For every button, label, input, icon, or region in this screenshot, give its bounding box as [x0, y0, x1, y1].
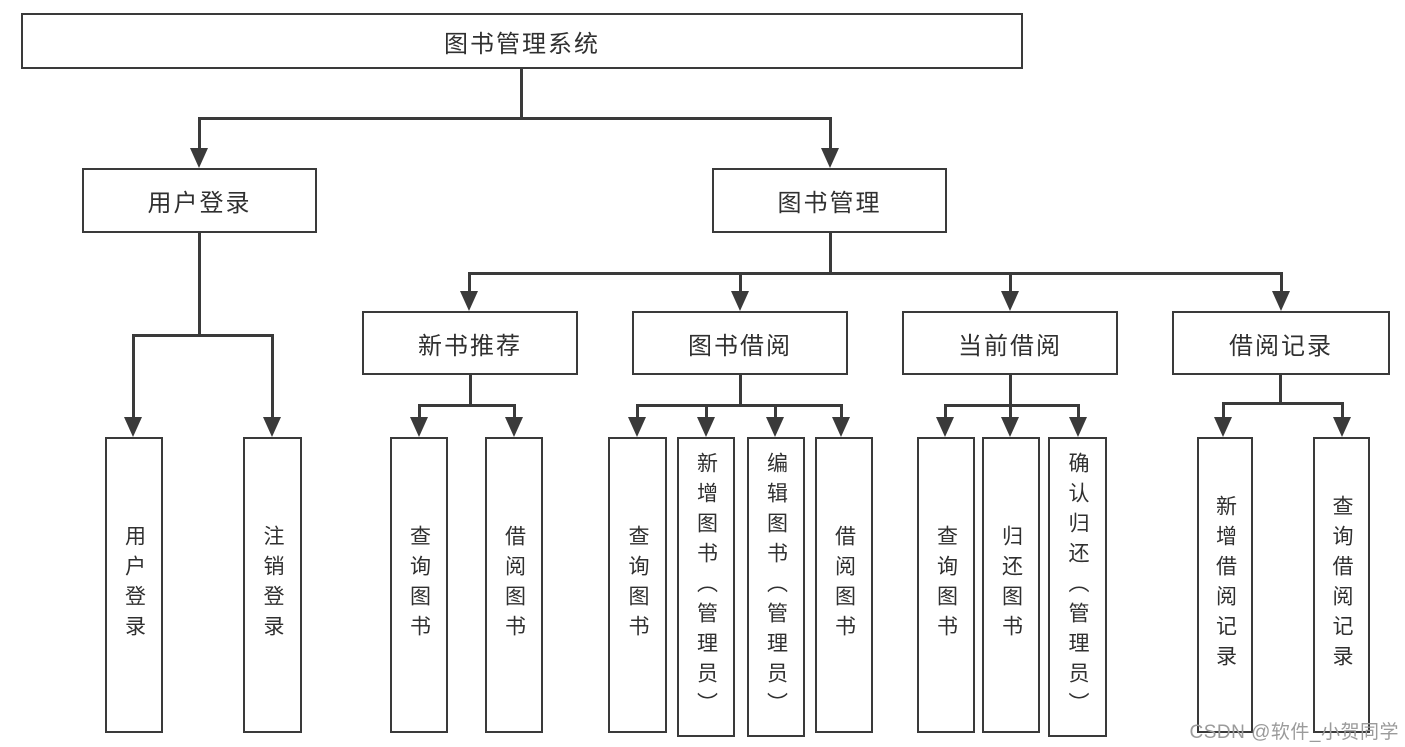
- connector-to-borrowing-edit: [774, 404, 777, 420]
- connector-book-borrowing-branch: [636, 404, 843, 407]
- leaf-current-return-books: 归还图书: [982, 437, 1040, 733]
- leaf-records-add-record-label: 新增借阅记录: [1213, 495, 1237, 675]
- node-root-label: 图书管理系统: [444, 30, 600, 58]
- connector-book-borrowing-stem: [739, 375, 742, 407]
- connector-to-user-login: [198, 117, 201, 151]
- connector-to-leaf-logout: [271, 334, 274, 420]
- arrowhead-current-borrowing: [1001, 291, 1019, 311]
- connector-to-recommend-query: [418, 404, 421, 420]
- leaf-logout-label: 注销登录: [261, 525, 284, 645]
- arrowhead-current-query: [936, 417, 954, 437]
- leaf-current-return-books-label: 归还图书: [999, 525, 1023, 645]
- node-user-login: 用户登录: [82, 168, 317, 233]
- leaf-current-query-books: 查询图书: [917, 437, 975, 733]
- arrowhead-recommend-borrow: [505, 417, 523, 437]
- connector-to-records-query: [1341, 402, 1344, 420]
- leaf-records-query-record: 查询借阅记录: [1313, 437, 1370, 733]
- arrowhead-borrowing-records: [1272, 291, 1290, 311]
- connector-to-current-confirm: [1077, 404, 1080, 420]
- arrowhead-book-management: [821, 148, 839, 168]
- leaf-logout: 注销登录: [243, 437, 302, 733]
- arrowhead-borrowing-borrow: [832, 417, 850, 437]
- node-borrowing-records-label: 借阅记录: [1229, 332, 1333, 360]
- connector-root-branch: [198, 117, 832, 120]
- leaf-recommend-query-books-label: 查询图书: [407, 525, 431, 645]
- leaf-borrowing-add-books: 新增图书（管理员）: [677, 437, 735, 737]
- arrowhead-borrowing-query: [628, 417, 646, 437]
- leaf-records-query-record-label: 查询借阅记录: [1330, 495, 1353, 675]
- connector-to-recommend-borrow: [513, 404, 516, 420]
- node-current-borrowing-label: 当前借阅: [958, 332, 1062, 360]
- arrowhead-recommend-query: [410, 417, 428, 437]
- connector-to-borrowing-borrow: [840, 404, 843, 420]
- node-user-login-label: 用户登录: [147, 190, 252, 217]
- leaf-current-confirm-return-label: 确认归还（管理员）: [1066, 452, 1089, 722]
- arrowhead-user-login: [190, 148, 208, 168]
- arrowhead-borrowing-edit: [766, 417, 784, 437]
- connector-to-book-management: [829, 117, 832, 151]
- connector-to-borrowing-query: [636, 404, 639, 420]
- leaf-records-add-record: 新增借阅记录: [1197, 437, 1253, 733]
- connector-to-borrowing-add: [705, 404, 708, 420]
- leaf-borrowing-edit-books: 编辑图书（管理员）: [747, 437, 805, 737]
- arrowhead-records-add: [1214, 417, 1232, 437]
- leaf-borrowing-edit-books-label: 编辑图书（管理员）: [764, 452, 788, 722]
- connector-records-stem: [1279, 375, 1282, 405]
- leaf-borrowing-query-books: 查询图书: [608, 437, 667, 733]
- connector-root-stem: [520, 69, 523, 118]
- node-current-borrowing: 当前借阅: [902, 311, 1118, 375]
- leaf-borrowing-add-books-label: 新增图书（管理员）: [694, 452, 718, 722]
- arrowhead-borrowing-add: [697, 417, 715, 437]
- connector-to-current-borrowing: [1009, 272, 1012, 294]
- node-borrowing-records: 借阅记录: [1172, 311, 1390, 375]
- arrowhead-leaf-user-login: [124, 417, 142, 437]
- csdn-watermark: CSDN @软件_小贺同学: [1189, 722, 1399, 743]
- leaf-current-query-books-label: 查询图书: [934, 525, 958, 645]
- leaf-recommend-borrow-books: 借阅图书: [485, 437, 543, 733]
- arrowhead-book-borrowing: [731, 291, 749, 311]
- connector-book-management-stem: [829, 233, 832, 275]
- arrowhead-current-return: [1001, 417, 1019, 437]
- connector-to-records-add: [1222, 402, 1225, 420]
- connector-records-branch: [1222, 402, 1344, 405]
- node-new-book-recommend-label: 新书推荐: [418, 332, 522, 360]
- connector-to-new-book-recommend: [468, 272, 471, 294]
- connector-user-login-branch: [132, 334, 274, 337]
- connector-to-book-borrowing: [739, 272, 742, 294]
- arrowhead-new-book-recommend: [460, 291, 478, 311]
- leaf-borrowing-borrow-books: 借阅图书: [815, 437, 873, 733]
- leaf-user-login-label: 用户登录: [122, 525, 146, 645]
- node-book-management-label: 图书管理: [777, 190, 882, 217]
- connector-new-book-stem: [469, 375, 472, 407]
- leaf-user-login: 用户登录: [105, 437, 163, 733]
- connector-to-borrowing-records: [1280, 272, 1283, 294]
- leaf-recommend-borrow-books-label: 借阅图书: [502, 525, 526, 645]
- leaf-borrowing-query-books-label: 查询图书: [626, 525, 649, 645]
- connector-to-leaf-user-login: [132, 334, 135, 420]
- node-book-borrowing: 图书借阅: [632, 311, 848, 375]
- connector-user-login-stem: [198, 233, 201, 336]
- leaf-recommend-query-books: 查询图书: [390, 437, 448, 733]
- connector-new-book-branch: [418, 404, 516, 407]
- connector-current-branch: [944, 404, 1080, 407]
- node-book-borrowing-label: 图书借阅: [688, 332, 792, 360]
- node-book-management: 图书管理: [712, 168, 947, 233]
- arrowhead-leaf-logout: [263, 417, 281, 437]
- arrowhead-records-query: [1333, 417, 1351, 437]
- node-root: 图书管理系统: [21, 13, 1023, 69]
- connector-to-current-query: [944, 404, 947, 420]
- connector-to-current-return: [1009, 404, 1012, 420]
- arrowhead-current-confirm: [1069, 417, 1087, 437]
- connector-book-management-branch: [468, 272, 1283, 275]
- leaf-current-confirm-return: 确认归还（管理员）: [1048, 437, 1107, 737]
- node-new-book-recommend: 新书推荐: [362, 311, 578, 375]
- leaf-borrowing-borrow-books-label: 借阅图书: [832, 525, 856, 645]
- connector-current-stem: [1009, 375, 1012, 407]
